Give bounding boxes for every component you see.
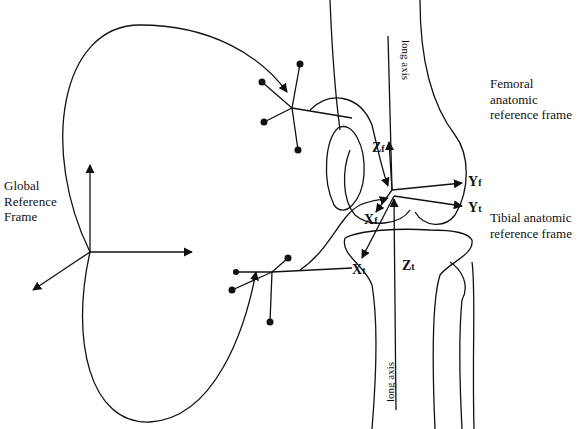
axis-label: Xt (352, 262, 365, 279)
global-axis (33, 252, 90, 290)
patella-outline (326, 126, 364, 210)
axis-note: long axis (384, 362, 397, 402)
femoral-axis (376, 190, 392, 212)
transform-arrow (310, 98, 388, 186)
femoral-axis (389, 142, 392, 190)
long-axis-line (388, 36, 392, 190)
tibial-axis (362, 196, 394, 258)
transform-arrow (63, 25, 287, 252)
femoral-axis (392, 183, 462, 190)
global-axis (90, 251, 192, 252)
marker-cluster (259, 61, 353, 154)
marker-cluster (229, 255, 353, 326)
global-axis (89, 165, 90, 252)
axis-label: Zt (402, 258, 415, 275)
axis-note: long axis (399, 40, 412, 80)
tibial-axis (394, 196, 462, 206)
frame-label: Global Reference Frame (4, 178, 76, 225)
frame-label: Tibial anatomic reference frame (490, 210, 582, 241)
axis-label: Zf (372, 140, 385, 157)
tibia-outline (344, 229, 474, 429)
axis-label: Xf (364, 212, 377, 229)
axis-label: Yf (468, 174, 481, 191)
femur-outline (330, 0, 466, 224)
axis-label: Yt (468, 200, 481, 217)
transform-arrow (83, 252, 257, 422)
frame-label: Femoral anatomic reference frame (490, 76, 582, 123)
